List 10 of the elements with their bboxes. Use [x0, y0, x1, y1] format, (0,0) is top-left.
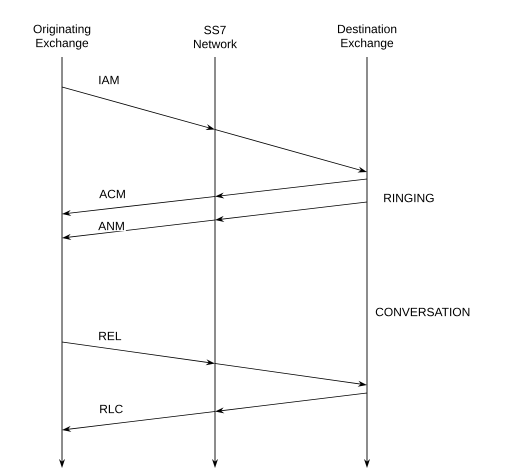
edge-label: RLC — [98, 404, 124, 414]
edge-label: REL — [97, 330, 123, 342]
state-label: CONVERSATION — [376, 308, 470, 316]
state-label: RINGING — [384, 194, 434, 202]
edge-label: ANM — [97, 220, 126, 232]
edge-label: ACM — [98, 188, 127, 200]
column-header: Destination Exchange — [338, 24, 396, 50]
column-header: Originating Exchange — [34, 24, 90, 50]
column-header: SS7 Network — [194, 26, 238, 48]
edge-label: IAM — [97, 74, 121, 86]
